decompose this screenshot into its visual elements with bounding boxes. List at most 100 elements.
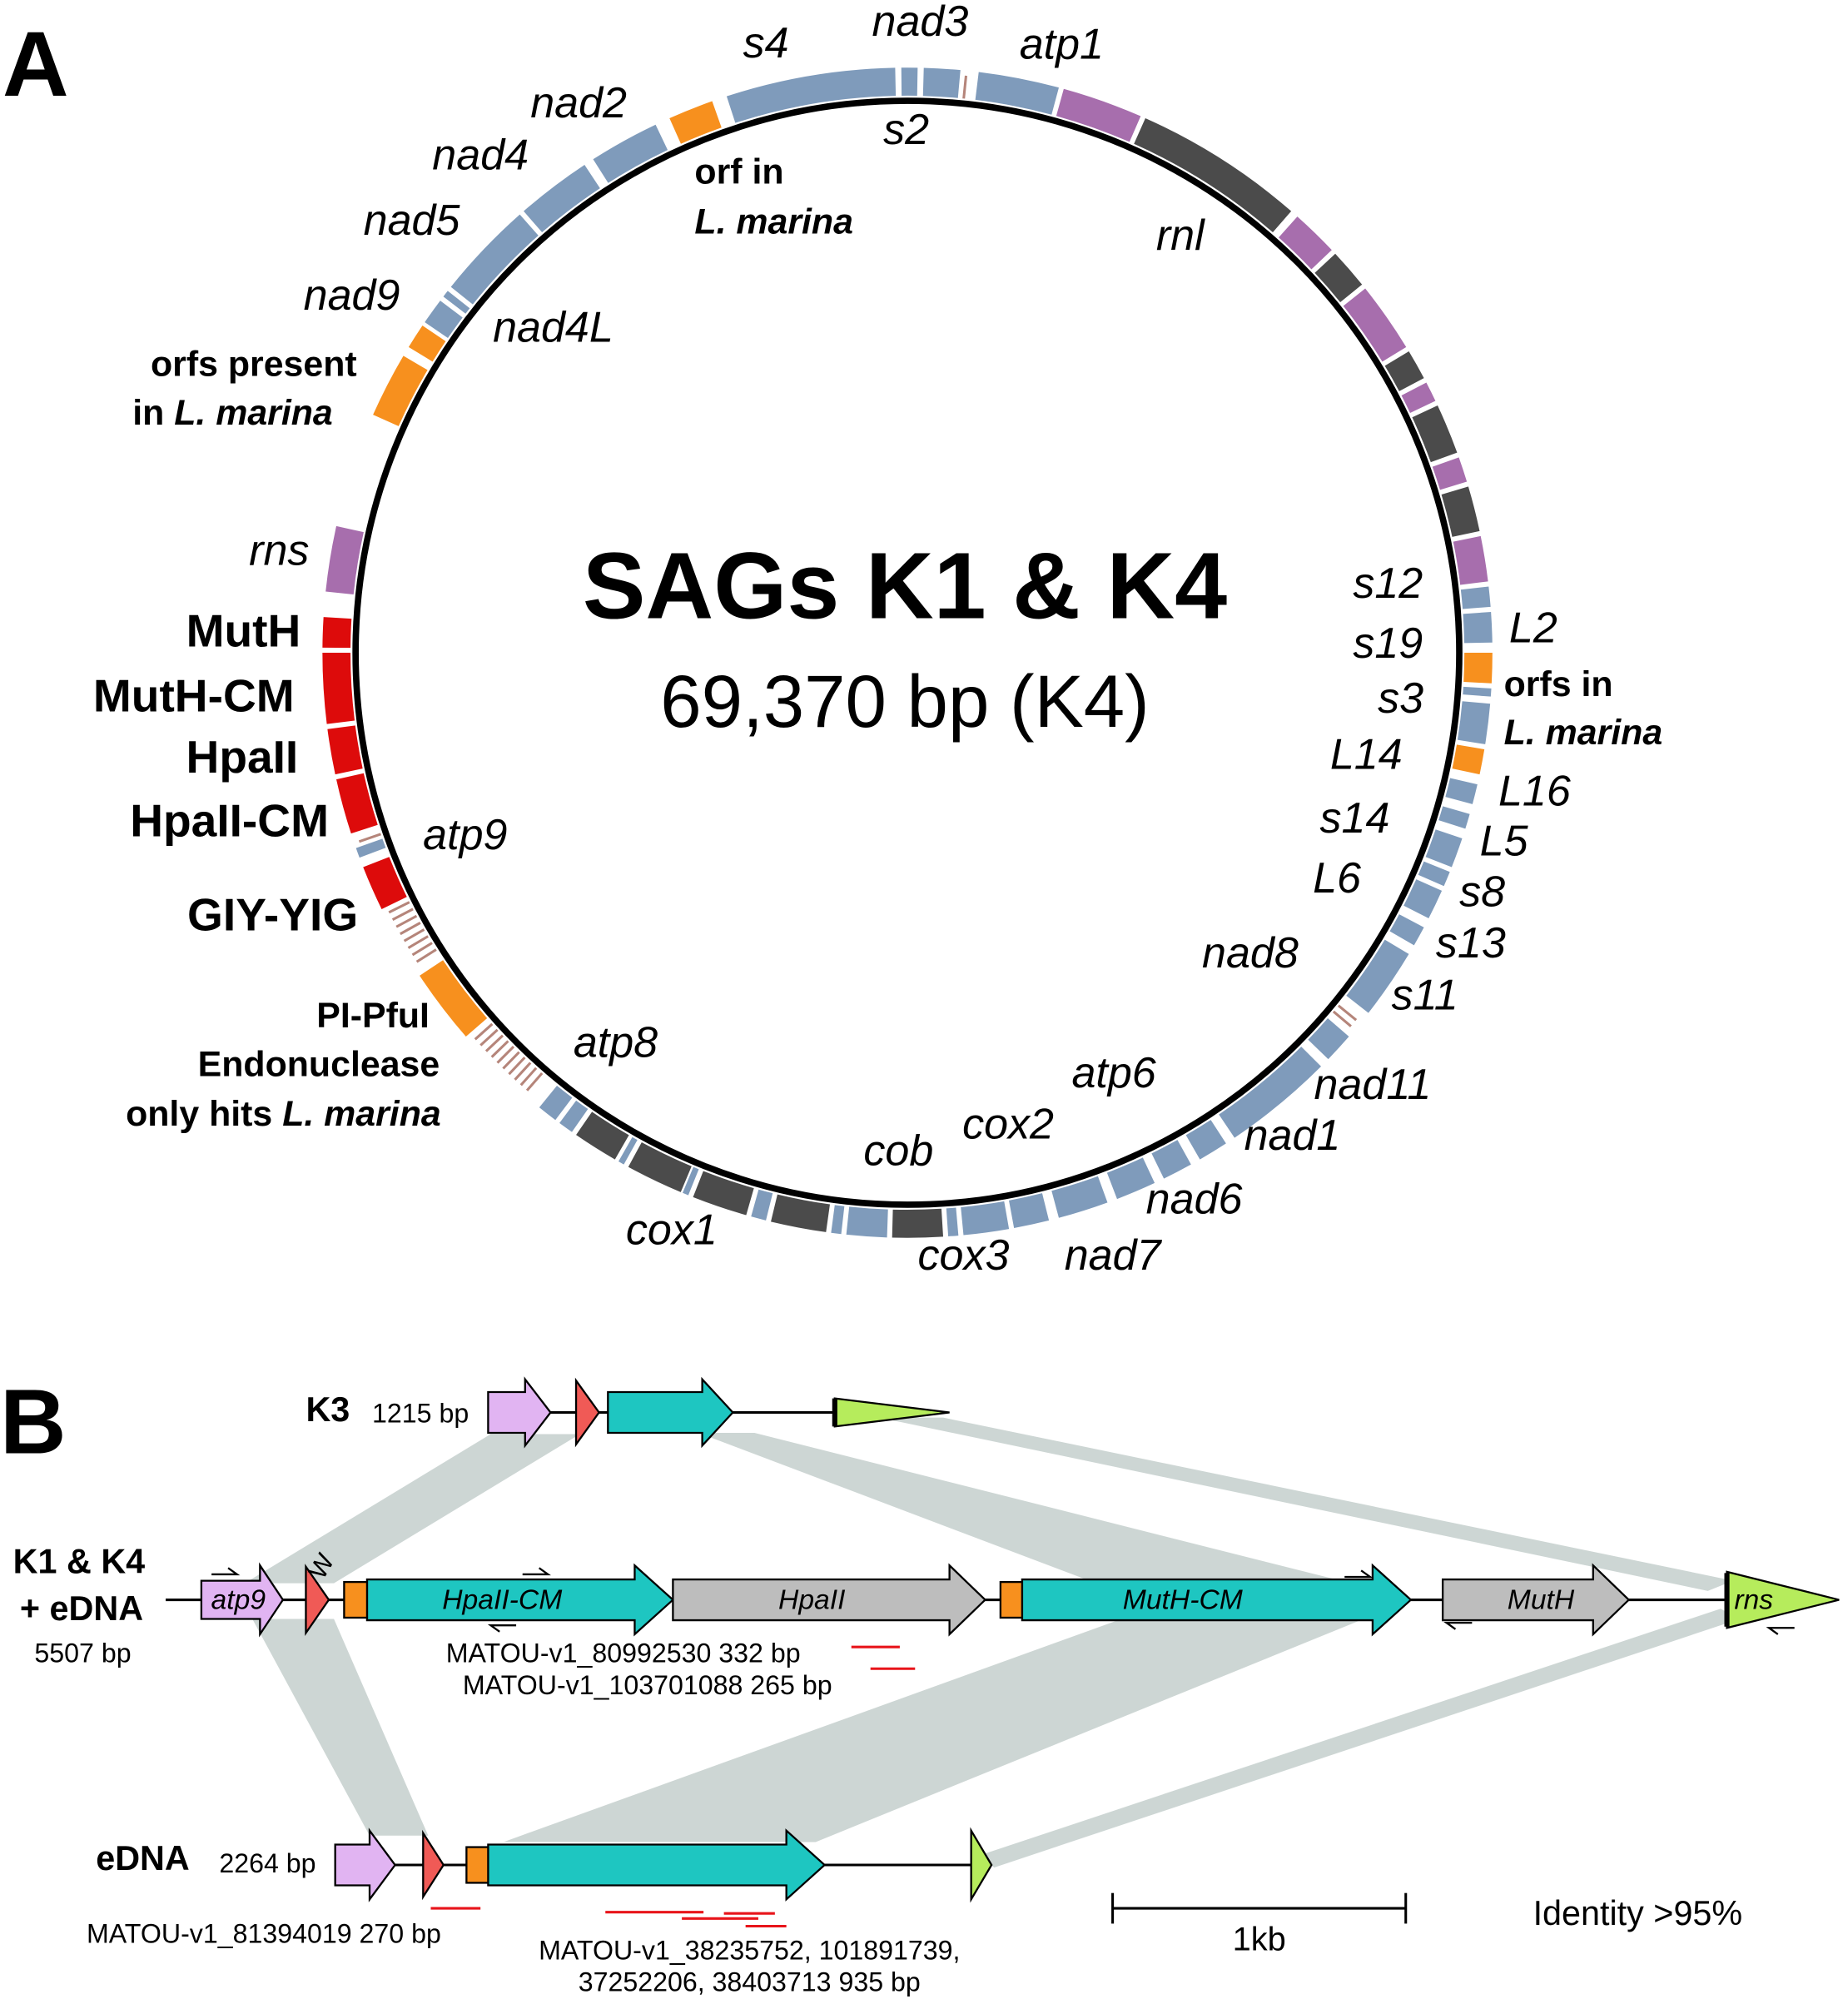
gene-segment: [1441, 486, 1480, 537]
gene-segment: [901, 67, 918, 97]
gene-hpaii-label: HpaII: [778, 1584, 845, 1615]
gene-label: atp6: [1071, 1049, 1155, 1097]
trna-tick: [490, 1040, 509, 1058]
annotation-giy-yig: GIY-YIG: [187, 889, 358, 941]
identity-band: [503, 1619, 1364, 1842]
gene-segment: [1009, 1193, 1050, 1228]
identity-legend: Identity >95%: [1533, 1894, 1743, 1932]
scale-bar: 1kb: [1111, 1892, 1408, 1958]
gene-segment: [1463, 652, 1493, 684]
gene-segment: [1219, 1047, 1322, 1138]
primer-arrow-icon: [1344, 1569, 1374, 1579]
primer-arrow-icon: [1443, 1621, 1473, 1630]
trna-tick: [403, 928, 425, 942]
hit-label: MATOU-v1_81394019 270 bp: [87, 1918, 441, 1948]
gene-segment: [946, 1207, 959, 1237]
gene-segment: [576, 1111, 629, 1160]
identity-bands: [244, 1417, 1740, 1868]
k3-atp9-arrow: [487, 1376, 552, 1449]
gene-label: cox2: [962, 1100, 1054, 1148]
gene-segment: [1463, 611, 1493, 644]
gene-segment: [1279, 216, 1332, 270]
annotation: in L. marina: [132, 393, 333, 433]
gene-segment: [524, 164, 600, 233]
gene-segment: [1343, 288, 1407, 362]
genome-map-ring: [322, 67, 1493, 1238]
panel-a-letter: A: [2, 13, 69, 116]
identity-band: [981, 1609, 1740, 1868]
trna-tick: [395, 914, 418, 928]
gene-hpaii-cm-label: HpaII-CM: [442, 1584, 563, 1615]
gene-segment: [892, 1208, 943, 1238]
annotation: L. marina: [1504, 713, 1663, 753]
gene-segment: [683, 1166, 699, 1196]
gene-label: nad6: [1146, 1176, 1243, 1224]
gene-segment: [1346, 939, 1409, 1013]
muth-cm-orange-domain: [999, 1580, 1024, 1619]
gene-segment: [363, 857, 407, 910]
track-k3-name: K3: [306, 1390, 350, 1429]
hpaii-cm-orange-domain: [343, 1580, 369, 1619]
edna-orange-domain: [465, 1846, 489, 1884]
gene-label: nad3: [872, 0, 969, 46]
gene-label: s8: [1459, 868, 1505, 917]
arrow-labels: atp9 W HpaII-CM HpaII MutH-CM MutH rns: [211, 1549, 1774, 1615]
gene-label: rnl: [1156, 211, 1205, 260]
gene-segment: [751, 1189, 773, 1221]
gene-segment: [693, 1171, 754, 1216]
gene-label: L16: [1498, 768, 1571, 816]
gene-segment: [1457, 701, 1491, 744]
annotation-hpaii: HpaII: [186, 731, 299, 783]
primer-arrow-icon: [211, 1567, 241, 1576]
gene-segment: [559, 1100, 589, 1132]
gene-segment: [1445, 778, 1478, 804]
gene-segment: [327, 725, 363, 775]
gene-label: s3: [1378, 674, 1423, 723]
gene-label: atp8: [574, 1018, 658, 1067]
trna-tick: [415, 948, 437, 963]
trna-tick: [391, 908, 414, 921]
gene-segment: [1308, 1017, 1349, 1060]
gene-segment: [1452, 744, 1485, 775]
track-edna-size: 2264 bp: [219, 1848, 315, 1878]
gene-segment: [593, 124, 668, 183]
gene-segment: [336, 773, 378, 834]
gene-segment: [1389, 914, 1424, 946]
gene-label: nad2: [530, 79, 627, 127]
gene-label: L14: [1330, 730, 1403, 778]
gene-label: atp9: [423, 811, 507, 859]
gene-label: s4: [743, 19, 789, 67]
annotation: PI-PfuI: [316, 996, 430, 1036]
edna-rns-triangle: [970, 1827, 993, 1903]
gene-label: nad9: [304, 271, 400, 320]
gene-label: s12: [1353, 559, 1423, 608]
hpaii-arrow: [672, 1563, 987, 1637]
gene-label: atp1: [1020, 21, 1104, 69]
trna-tick: [411, 942, 433, 957]
w-triangle: [305, 1564, 330, 1637]
gene-segment: [450, 214, 539, 305]
muth-cm-arrow: [1021, 1563, 1413, 1637]
gene-label: cox3: [917, 1231, 1009, 1280]
gene-segment: [355, 838, 386, 858]
trna-tick: [962, 75, 968, 99]
hit-label: MATOU-v1_103701088 265 bp: [463, 1670, 832, 1700]
track-k1k4-size: 5507 bp: [34, 1639, 131, 1668]
trna-tick: [508, 1057, 526, 1076]
gene-segment: [1460, 586, 1491, 609]
gene-label: nad11: [1314, 1061, 1431, 1109]
trna-tick: [358, 833, 381, 843]
genome-backbone-circle: [352, 97, 1463, 1208]
gene-segment: [961, 1201, 1010, 1236]
trna-tick: [474, 1022, 494, 1041]
gene-segment: [1056, 88, 1141, 142]
gene-label: nad4: [432, 132, 529, 180]
annotation: L. marina: [694, 201, 853, 241]
edna-atp9-arrow: [334, 1827, 397, 1902]
gene-label: L2: [1509, 604, 1557, 653]
gene-labels: s4 nad3 atp1 nad2 s2 nad4 nad5 rnl nad9 …: [249, 0, 1571, 1280]
gene-segment: [726, 67, 897, 123]
gene-label: L5: [1480, 817, 1529, 865]
gene-segment: [425, 301, 463, 338]
